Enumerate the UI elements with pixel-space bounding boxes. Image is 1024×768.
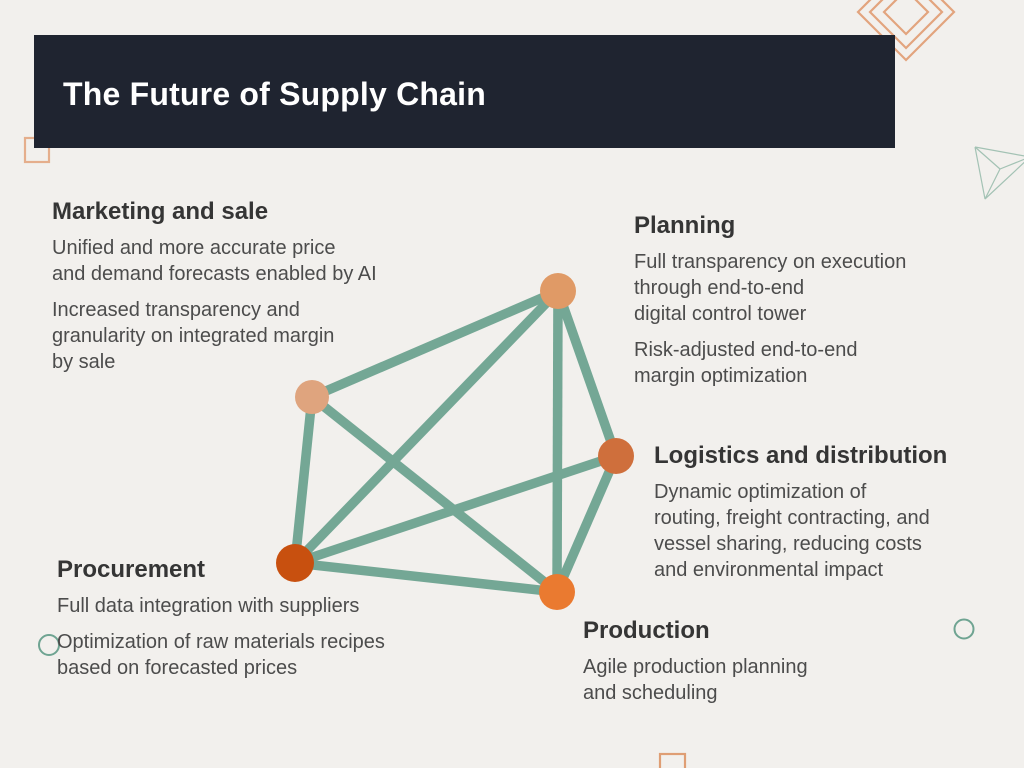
- edge-planning-marketing: [310, 286, 560, 402]
- square-outline-icon-bottom: [658, 752, 687, 768]
- section-planning: Planning Full transparency on execution …: [634, 212, 906, 399]
- procurement-paragraph-2: Optimization of raw materials recipes ba…: [57, 631, 385, 679]
- edge-marketing-procurement: [290, 396, 317, 564]
- production-heading: Production: [583, 617, 710, 644]
- circle-outline-icon-right: [953, 618, 975, 640]
- tetrahedron-wireframe-icon: [974, 146, 1024, 200]
- logistics-heading: Logistics and distribution: [654, 442, 948, 469]
- edge-procurement-production: [294, 558, 558, 597]
- edge-planning-production: [552, 290, 563, 593]
- edge-planning-procurement: [291, 287, 562, 567]
- marketing-paragraph-1: Unified and more accurate price and dema…: [52, 237, 377, 285]
- planning-paragraph-2: Risk-adjusted end-to-end margin optimiza…: [634, 339, 858, 387]
- slide-title: The Future of Supply Chain: [63, 76, 486, 112]
- production-paragraph-1: Agile production planning and scheduling: [583, 656, 808, 704]
- logistics-paragraph-1: Dynamic optimization of routing, freight…: [654, 481, 930, 581]
- node-logistics: [598, 438, 634, 474]
- edge-planning-logistics: [553, 289, 621, 458]
- node-planning: [540, 273, 576, 309]
- node-production: [539, 574, 575, 610]
- title-bar: The Future of Supply Chain: [34, 35, 895, 148]
- section-marketing-and-sale: Marketing and sale Unified and more accu…: [52, 198, 377, 385]
- node-marketing: [295, 380, 329, 414]
- section-production: Production Agile production planning and…: [583, 617, 808, 716]
- marketing-paragraph-2: Increased transparency and granularity o…: [52, 299, 335, 373]
- section-procurement: Procurement Full data integration with s…: [57, 556, 385, 691]
- procurement-paragraph-1: Full data integration with suppliers: [57, 595, 360, 617]
- planning-heading: Planning: [634, 212, 736, 239]
- edge-marketing-production: [309, 393, 560, 596]
- section-logistics-and-distribution: Logistics and distribution Dynamic optim…: [654, 442, 947, 593]
- edge-logistics-procurement: [293, 451, 618, 568]
- procurement-heading: Procurement: [57, 556, 206, 583]
- circle-outline-icon-left: [38, 634, 60, 656]
- edge-logistics-production: [552, 454, 621, 594]
- planning-paragraph-1: Full transparency on execution through e…: [634, 251, 907, 325]
- marketing-heading: Marketing and sale: [52, 198, 269, 225]
- node-procurement: [276, 544, 314, 582]
